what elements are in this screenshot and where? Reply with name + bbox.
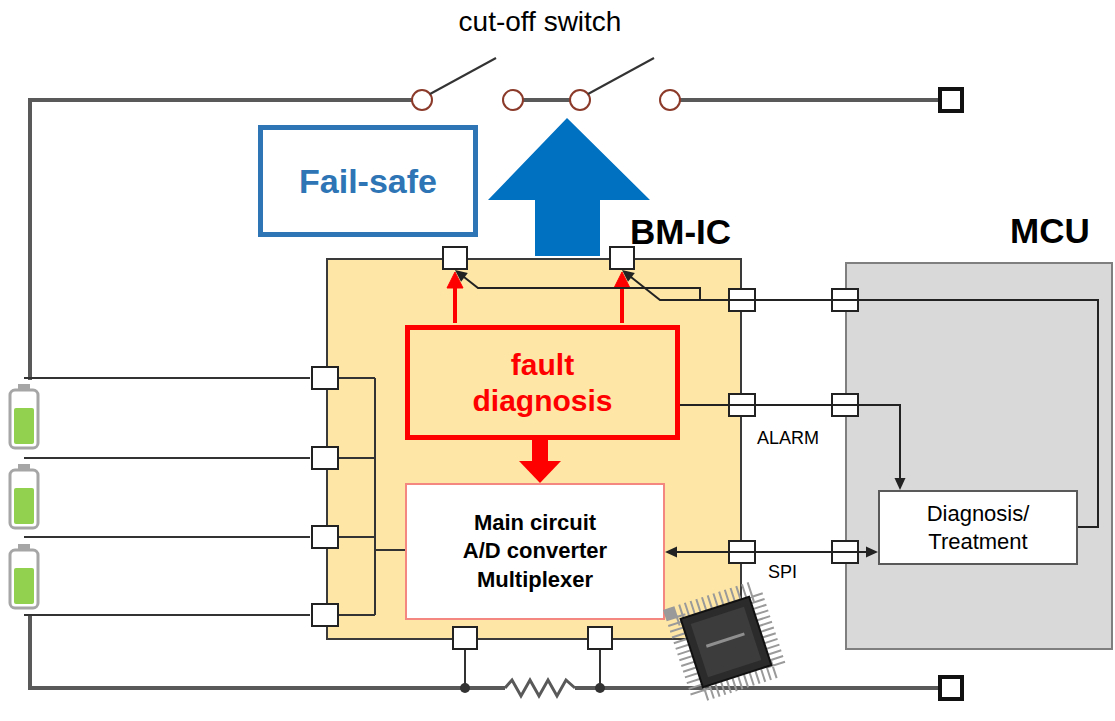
junction-dot [460, 683, 470, 693]
internal-wire [338, 536, 375, 538]
spi-bus [665, 547, 878, 558]
cell-wire [24, 614, 310, 616]
arrow-head [455, 270, 468, 282]
diagnosis-box: Diagnosis/ Treatment [878, 490, 1078, 565]
connector-line [631, 277, 1098, 527]
diagnosis-arrow [519, 440, 561, 483]
label-holder: ALARM [755, 428, 821, 449]
cell-wire [24, 536, 310, 538]
chip-illustration [691, 607, 762, 678]
internal-wire [338, 614, 375, 616]
switch-contact [412, 90, 432, 110]
arrow-head [895, 478, 906, 490]
battery-cell [14, 488, 34, 524]
switch-blade [430, 58, 496, 94]
terminal-square [940, 89, 962, 111]
battery-cell [10, 384, 38, 608]
arrow-head [519, 461, 561, 483]
pin-pad [588, 627, 612, 649]
terminal-square [940, 89, 962, 699]
cell-wire [24, 378, 600, 688]
power-wire [680, 98, 940, 102]
connector-line [464, 277, 1098, 527]
battery-cell [14, 568, 34, 604]
box-text: Main circuit A/D converter Multiplexer [458, 509, 613, 595]
battery-cell [14, 408, 34, 444]
switch-label: cut-off switch [459, 6, 622, 37]
pin-pad [443, 247, 467, 269]
box-heading: BM-IC [630, 212, 731, 252]
switch-blade [430, 58, 654, 94]
fail-safe-arrow [488, 118, 650, 256]
pin-pad [453, 627, 477, 649]
chip-illustration [681, 597, 772, 688]
cell-wire [24, 377, 310, 379]
switch-blade [588, 58, 654, 94]
fault-signal-arrow [620, 286, 624, 323]
terminal-square [940, 677, 962, 699]
switch-contact [660, 90, 680, 110]
resistor-symbol [505, 680, 575, 696]
cell-wire [464, 648, 466, 688]
internal-wire [374, 378, 376, 615]
pin-pad [312, 367, 338, 389]
chip-illustration [676, 592, 777, 693]
internal-wire [338, 457, 375, 459]
pin-pad [610, 247, 634, 269]
switch-contact [503, 90, 523, 110]
junction-dot [460, 683, 605, 693]
cell-wire [599, 648, 601, 688]
connector-line [532, 440, 548, 462]
arrow-head [665, 547, 677, 558]
box-heading: MCU [1010, 211, 1090, 251]
resistor-symbol [505, 680, 575, 696]
control-line [455, 270, 1098, 527]
battery-cell [10, 550, 38, 608]
switch-contact [412, 90, 680, 110]
alarm-line [680, 405, 906, 490]
box-text: Fail-safe [299, 162, 437, 201]
pin-pad [312, 247, 858, 649]
arrow-head [866, 547, 878, 558]
fault-signal-arrow [447, 272, 630, 323]
power-wire [30, 100, 412, 380]
main-circuit-box: Main circuit A/D converter Multiplexer [405, 483, 665, 620]
battery-cell [10, 470, 38, 528]
power-wire [523, 98, 570, 102]
connector-line [680, 405, 900, 479]
pin-pad [312, 447, 338, 469]
mcu-box: MCUDiagnosis/ Treatment [845, 262, 1113, 650]
fault-diagnosis-box: fault diagnosis [405, 325, 680, 440]
battery-cell [10, 390, 38, 448]
signal-name: SPI [766, 562, 799, 582]
chip-illustration [706, 634, 744, 646]
pin-pad [312, 604, 338, 626]
label-holder: cut-off switch [459, 6, 622, 38]
label-holder: SPI [766, 562, 799, 583]
fail-safe-arrow [488, 118, 650, 256]
power-wire [575, 686, 940, 690]
pin-pad [312, 526, 338, 548]
box-text: Diagnosis/ Treatment [913, 500, 1043, 555]
junction-dot [595, 683, 605, 693]
internal-wire [338, 377, 375, 379]
connector-line [676, 551, 867, 553]
box-text: fault diagnosis [468, 347, 618, 419]
switch-contact [570, 90, 590, 110]
arrow-head [622, 270, 635, 282]
internal-wire [338, 378, 405, 615]
signal-name: ALARM [755, 428, 821, 448]
power-wire [30, 615, 505, 688]
cell-wire [24, 457, 310, 459]
internal-wire [375, 549, 405, 551]
fault-signal-arrow [453, 286, 457, 323]
power-wire [30, 100, 940, 688]
control-line [622, 270, 1098, 527]
chip-illustration [676, 592, 777, 693]
fail-safe-box: Fail-safe [258, 125, 478, 237]
